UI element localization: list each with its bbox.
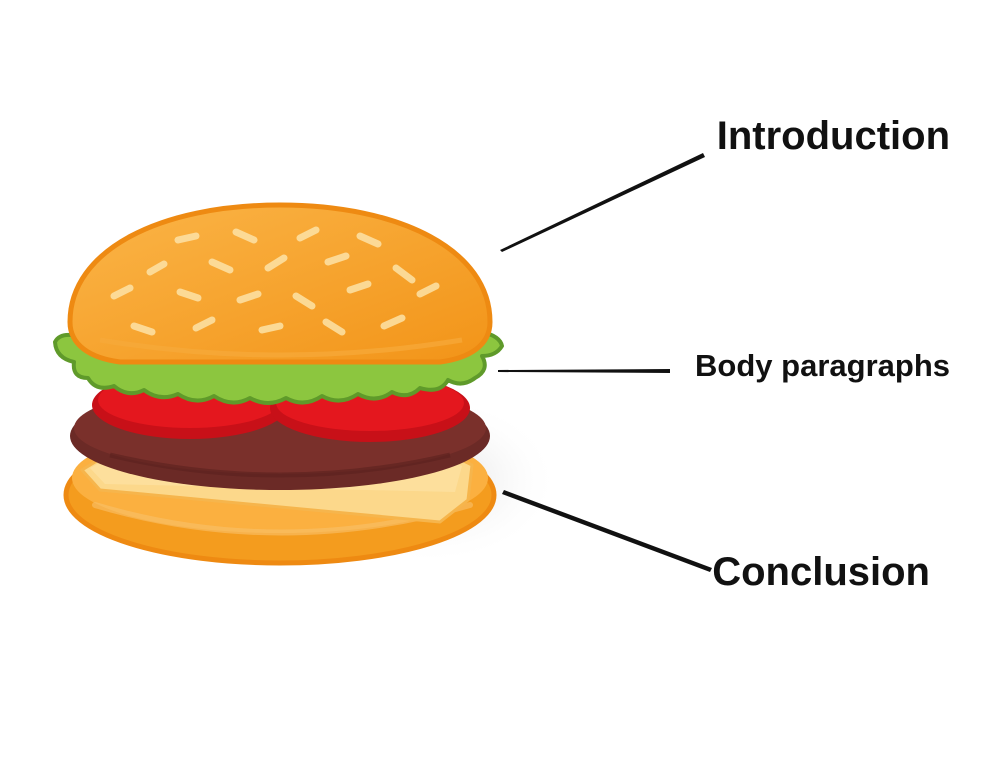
body-pointer <box>498 369 670 373</box>
introduction-pointer <box>500 153 705 252</box>
top-bun <box>67 202 493 365</box>
conclusion-label: Conclusion <box>712 550 930 594</box>
body-paragraphs-label: Body paragraphs <box>695 348 950 383</box>
conclusion-pointer <box>502 490 712 572</box>
introduction-label: Introduction <box>716 114 950 158</box>
sesame-seeds <box>110 226 440 336</box>
